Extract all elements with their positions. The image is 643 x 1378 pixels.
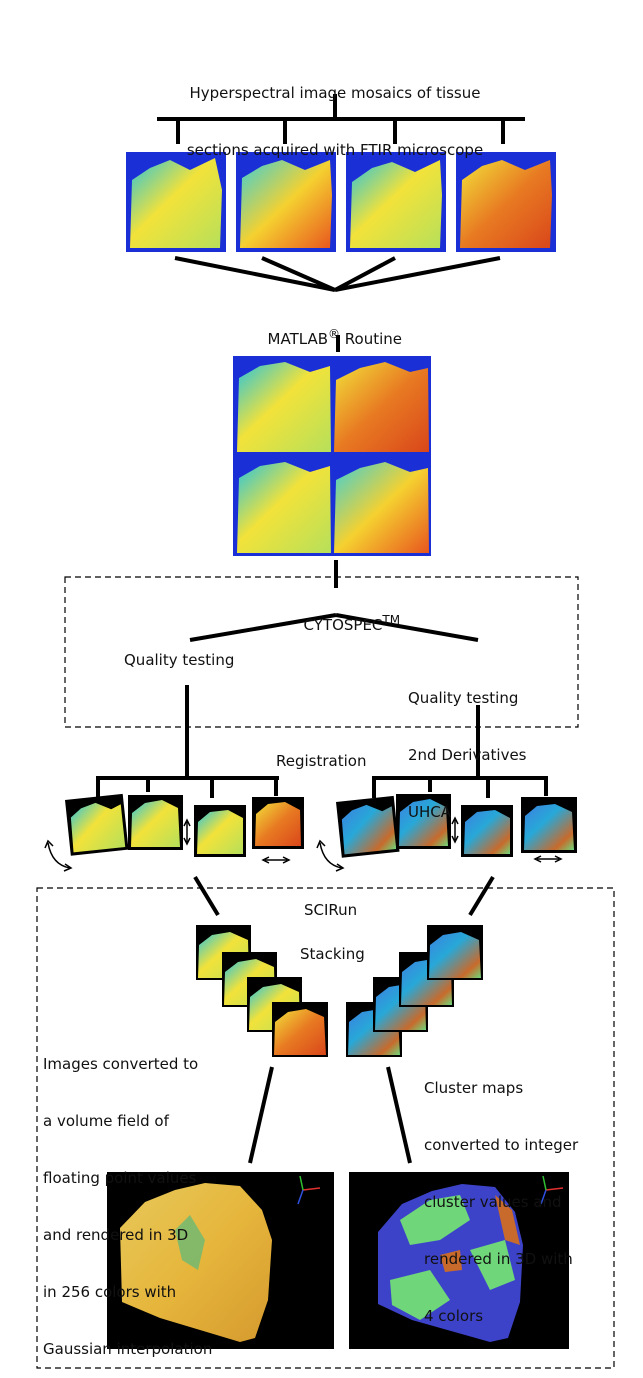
stack-right bbox=[346, 925, 483, 1057]
scirun-box bbox=[36, 887, 615, 1369]
left-note-line-3: floating point values bbox=[43, 1169, 197, 1187]
cytospec-label: CYTOSPECTM bbox=[294, 592, 401, 635]
right-note-line-4: rendered in 3D with bbox=[424, 1250, 573, 1268]
registration-left bbox=[65, 793, 304, 857]
right-note-line-2: converted to integer bbox=[424, 1136, 579, 1154]
left-note-line-5: in 256 colors with bbox=[43, 1283, 177, 1301]
left-note-line-4: and rendered in 3D bbox=[43, 1226, 189, 1244]
cytospec-box bbox=[64, 576, 579, 728]
quality-right-line-2: 2nd Derivatives bbox=[408, 746, 527, 764]
quality-right-line-1: Quality testing bbox=[408, 689, 519, 707]
mosaic-image-4 bbox=[456, 152, 556, 252]
mosaic-image-2 bbox=[236, 152, 336, 252]
registration-label: Registration bbox=[276, 752, 367, 770]
scirun-label: SCIRun bbox=[304, 901, 358, 919]
mosaic-image-1 bbox=[126, 152, 226, 252]
render-lines bbox=[248, 1066, 412, 1164]
left-note-line-1: Images converted to bbox=[43, 1055, 199, 1073]
right-note-line-5: 4 colors bbox=[424, 1307, 484, 1325]
trademark-mark: TM bbox=[382, 613, 401, 627]
mosaic-image-3 bbox=[346, 152, 446, 252]
registration-right bbox=[336, 794, 577, 858]
stacking-label: Stacking bbox=[300, 945, 365, 963]
matlab-label: MATLAB® Routine bbox=[258, 306, 402, 349]
registration-arrows bbox=[44, 816, 563, 872]
quality-testing-right: Quality testing 2nd Derivatives UHCA bbox=[408, 651, 527, 841]
left-note-line-6: Gaussian interpolation bbox=[43, 1340, 213, 1358]
merge-lines bbox=[174, 256, 501, 352]
stacking-lines bbox=[193, 875, 495, 917]
combined-mosaic bbox=[233, 356, 431, 556]
quality-testing-left: Quality testing bbox=[124, 651, 235, 669]
left-note-line-2: a volume field of bbox=[43, 1112, 169, 1130]
header-line-1: Hyperspectral image mosaics of tissue bbox=[189, 84, 481, 102]
header-title: Hyperspectral image mosaics of tissue se… bbox=[0, 46, 643, 179]
right-note: Cluster maps converted to integer cluste… bbox=[424, 1041, 578, 1345]
cytospec-name: CYTOSPEC bbox=[303, 616, 383, 634]
top-tree bbox=[157, 94, 525, 144]
matlab-suffix: Routine bbox=[340, 330, 403, 348]
cytospec-lines bbox=[185, 560, 480, 777]
render-right bbox=[349, 1172, 569, 1349]
stack-left bbox=[196, 925, 328, 1057]
left-note: Images converted to a volume field of fl… bbox=[43, 1017, 212, 1378]
right-note-line-1: Cluster maps bbox=[424, 1079, 524, 1097]
registered-mark: ® bbox=[328, 327, 341, 341]
right-note-line-3: cluster values and bbox=[424, 1193, 562, 1211]
quality-right-line-3: UHCA bbox=[408, 803, 451, 821]
render-left bbox=[107, 1172, 334, 1349]
header-line-2: sections acquired with FTIR microscope bbox=[186, 141, 484, 159]
registration-trees bbox=[96, 776, 548, 798]
matlab-name: MATLAB bbox=[267, 330, 329, 348]
